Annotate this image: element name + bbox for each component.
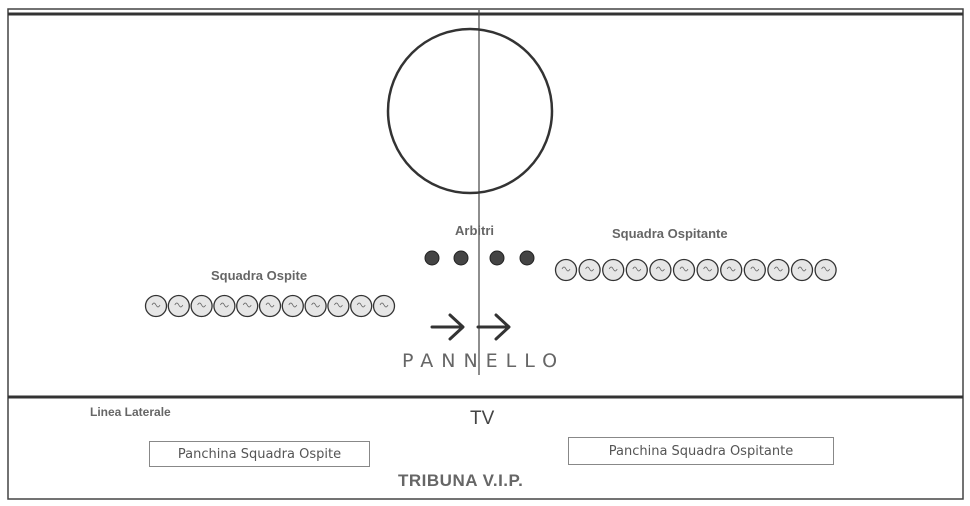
away-player-11 <box>372 294 396 318</box>
right-arrow-icon <box>430 313 465 341</box>
referee-4 <box>519 250 535 266</box>
home-player-11-mark <box>797 266 807 272</box>
home-player-10 <box>767 258 790 282</box>
scoreboard-label: PANNELLO <box>402 350 566 372</box>
home-player-8 <box>720 258 743 282</box>
center-circle <box>386 27 554 195</box>
away-bench-box: Panchina Squadra Ospite <box>149 441 370 467</box>
home-player-3-mark <box>608 266 618 272</box>
away-player-6 <box>258 294 282 318</box>
home-team-players <box>554 258 837 282</box>
away-player-3-mark <box>197 302 206 308</box>
referee-token <box>424 250 440 266</box>
home-player-7 <box>696 258 719 282</box>
referee-1 <box>424 250 440 266</box>
vip-stand-label: TRIBUNA V.I.P. <box>398 471 524 490</box>
home-player-8-mark <box>726 266 736 272</box>
home-player-5 <box>649 258 672 282</box>
away-player-2-mark <box>174 302 184 308</box>
away-player-11-mark <box>379 302 389 308</box>
away-player-8-mark <box>311 302 320 308</box>
arrows-group <box>430 313 511 341</box>
home-player-9 <box>743 258 766 282</box>
home-player-1 <box>554 258 578 282</box>
home-player-12 <box>814 258 837 282</box>
away-player-6-mark <box>265 302 275 308</box>
sideline-label: Linea Laterale <box>90 405 171 419</box>
home-player-3 <box>602 258 625 282</box>
away-player-5 <box>236 294 259 318</box>
home-player-7-mark <box>703 266 712 272</box>
away-player-3 <box>190 294 213 318</box>
home-player-2-mark <box>585 266 594 272</box>
home-player-6 <box>672 258 696 282</box>
away-player-1 <box>144 294 168 318</box>
away-team-label: Squadra Ospite <box>211 268 308 283</box>
home-player-12-mark <box>821 266 830 272</box>
home-bench-box: Panchina Squadra Ospitante <box>568 437 834 465</box>
away-player-7 <box>281 294 304 318</box>
away-player-2 <box>167 294 190 318</box>
away-player-4-mark <box>220 302 229 308</box>
referees-group <box>424 250 535 266</box>
referee-token <box>519 250 535 266</box>
away-player-7-mark <box>288 302 298 308</box>
away-player-8 <box>304 294 327 318</box>
away-player-1-mark <box>151 302 161 308</box>
home-player-6-mark <box>679 266 689 272</box>
away-player-9 <box>327 294 350 318</box>
referee-3 <box>489 250 505 266</box>
home-player-4-mark <box>632 266 642 272</box>
away-bench-label: Panchina Squadra Ospite <box>177 446 342 462</box>
home-player-4 <box>625 258 648 282</box>
referee-token <box>453 250 469 266</box>
home-team-label: Squadra Ospitante <box>612 226 728 241</box>
referee-token <box>489 250 505 266</box>
away-team-players <box>144 294 396 318</box>
away-player-10 <box>350 294 373 318</box>
home-player-2 <box>578 258 601 282</box>
home-player-5-mark <box>656 266 665 272</box>
away-player-9-mark <box>334 302 343 308</box>
home-player-10-mark <box>774 266 783 272</box>
tv-label: TV <box>470 408 495 429</box>
home-player-11 <box>790 258 814 282</box>
away-player-5-mark <box>242 302 252 308</box>
home-player-9-mark <box>750 266 760 272</box>
court-border <box>7 8 964 500</box>
referee-2 <box>453 250 469 266</box>
away-player-10-mark <box>356 302 366 308</box>
home-bench-label: Panchina Squadra Ospitante <box>608 443 794 459</box>
home-player-1-mark <box>561 266 571 272</box>
referees-label: Arbitri <box>455 223 494 238</box>
away-player-4 <box>213 294 236 318</box>
right-arrow-icon <box>476 313 511 341</box>
